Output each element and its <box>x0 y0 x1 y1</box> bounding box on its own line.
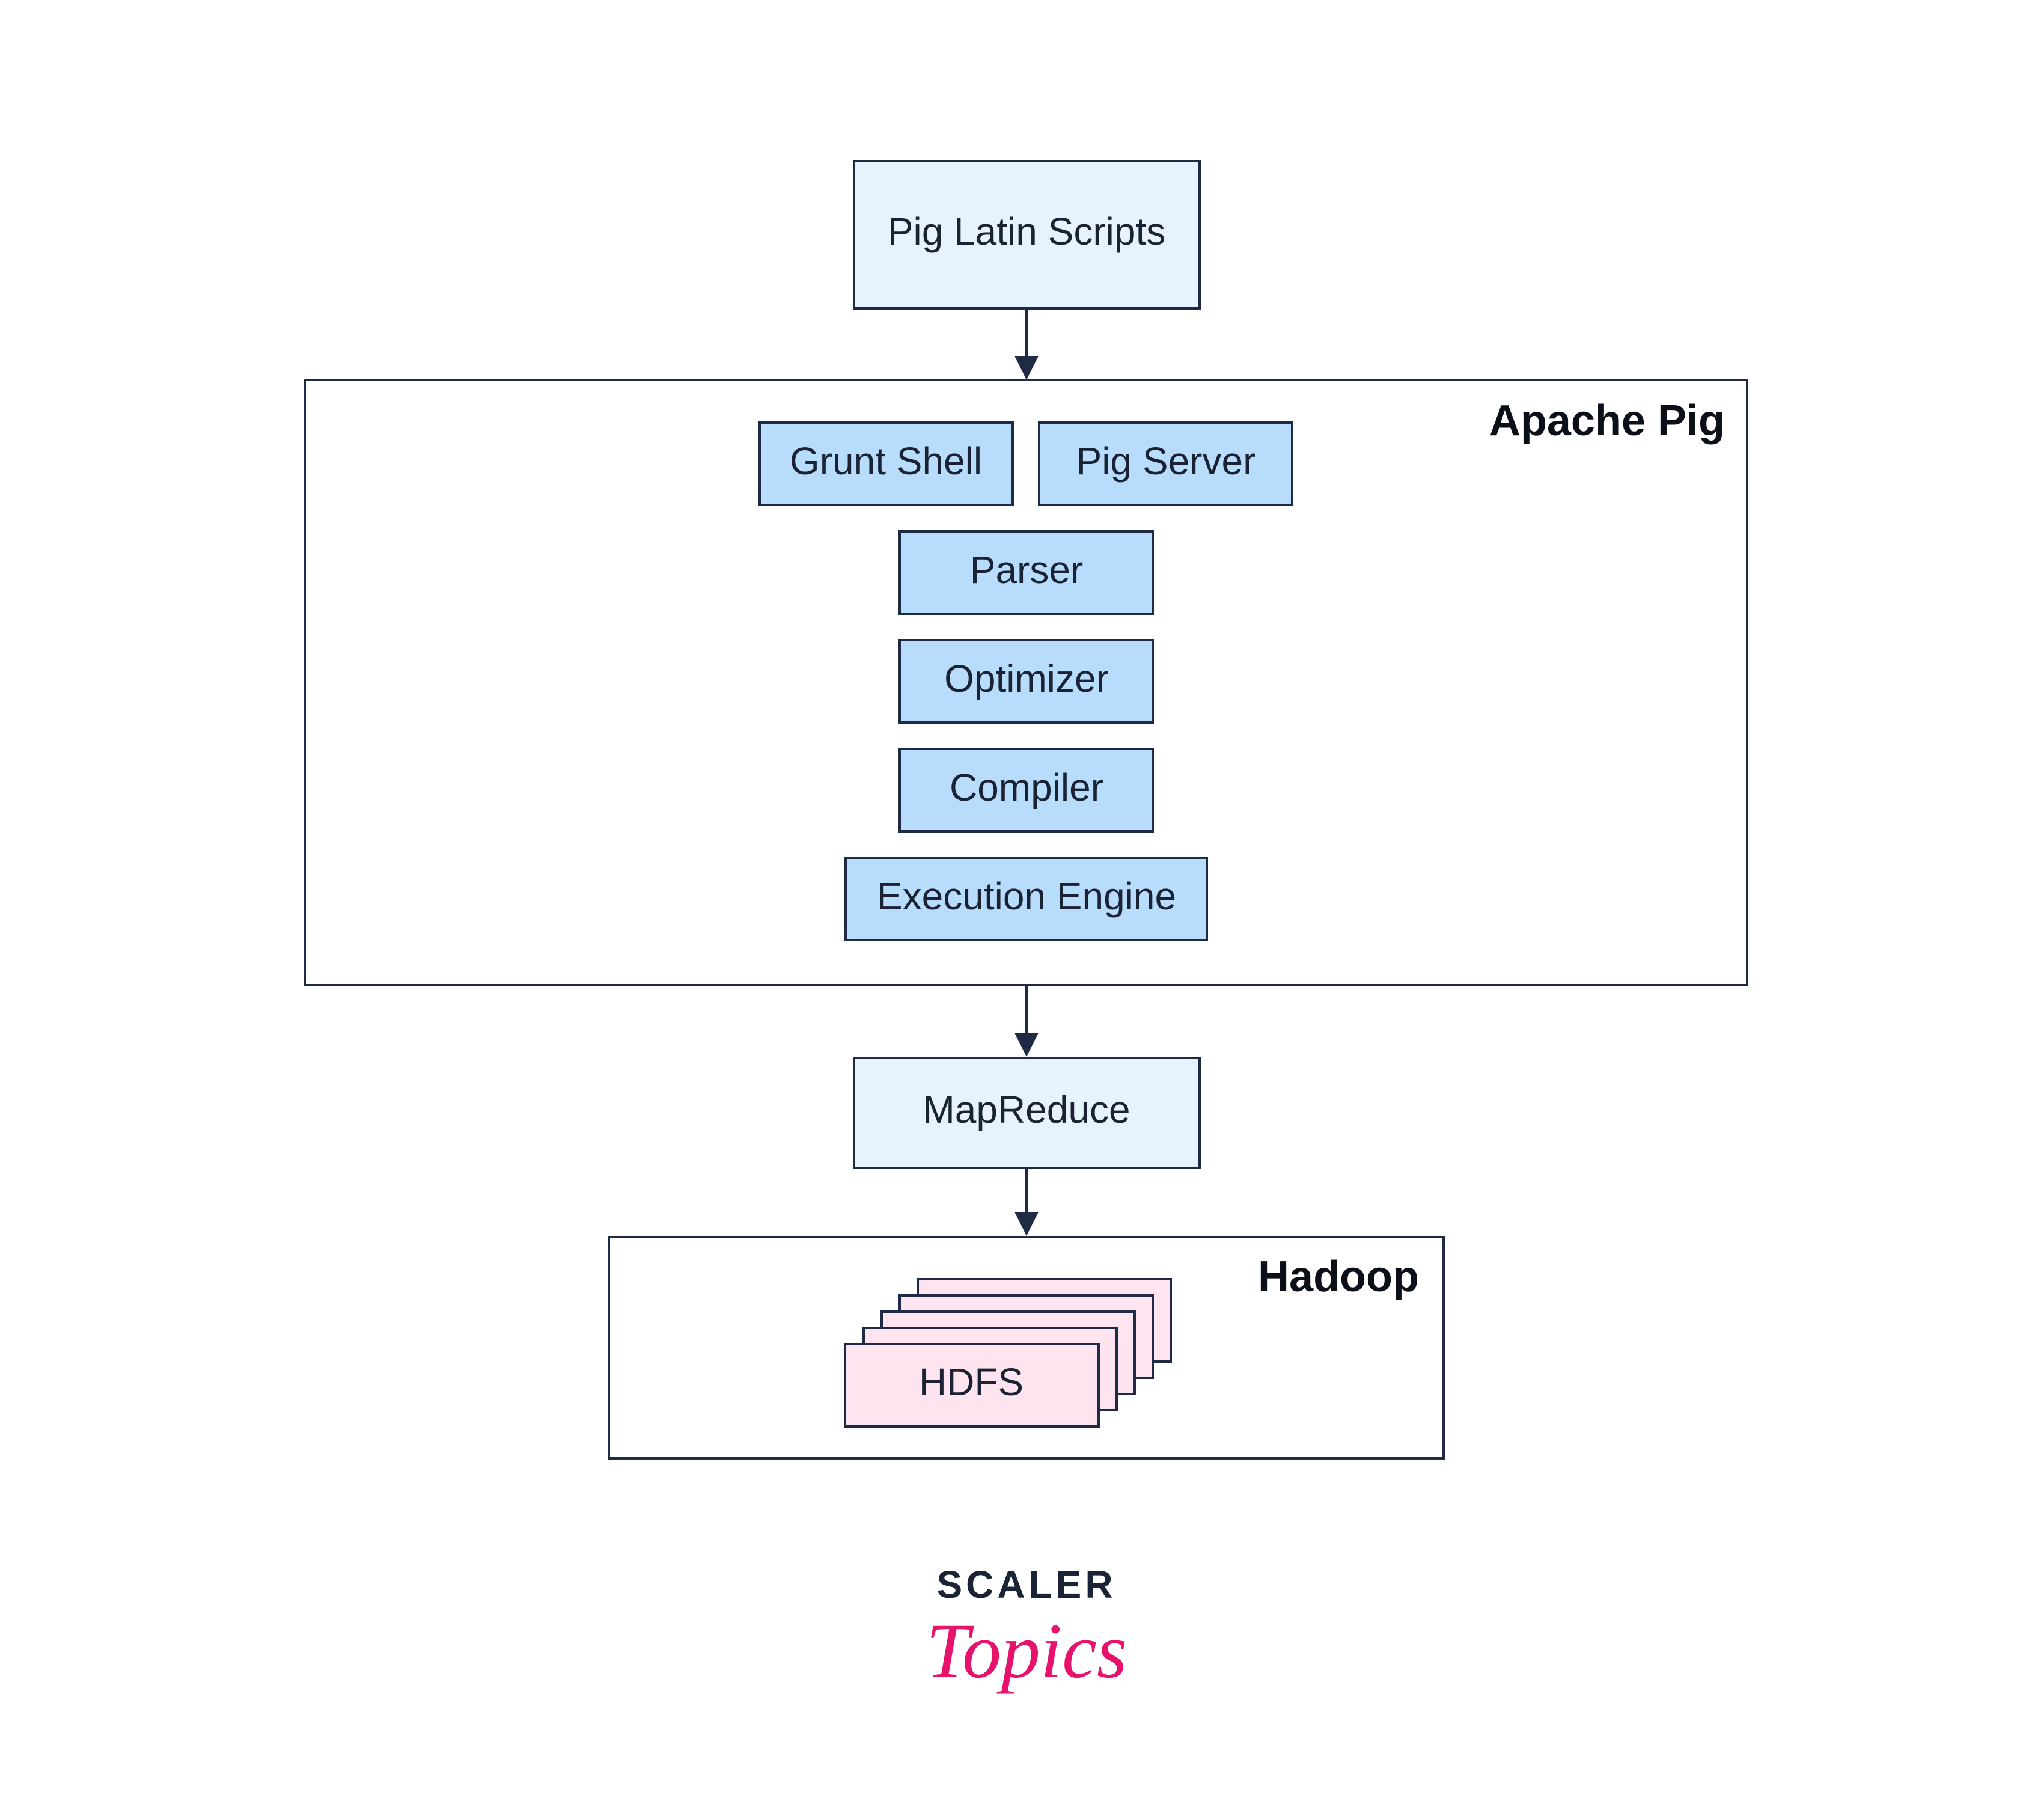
hdfs-page-front <box>844 1343 1099 1428</box>
mapreduce-label: MapReduce <box>923 1088 1130 1131</box>
hadoop-title: Hadoop <box>1258 1253 1419 1301</box>
scaler-topics-logo: SCALER Topics <box>926 1563 1127 1695</box>
grunt-shell-node: Grunt Shell <box>758 421 1014 506</box>
apache-pig-title: Apache Pig <box>1489 397 1725 445</box>
logo-top-text: SCALER <box>936 1563 1116 1606</box>
pig-latin-scripts-label: Pig Latin Scripts <box>888 210 1165 253</box>
logo-bottom-text: Topics <box>926 1608 1127 1695</box>
execution-engine-node: Execution Engine <box>844 857 1208 941</box>
compiler-node: Compiler <box>898 748 1154 833</box>
compiler-label: Compiler <box>950 766 1103 809</box>
grunt-shell-label: Grunt Shell <box>790 439 982 483</box>
parser-node: Parser <box>898 530 1154 615</box>
pig-server-label: Pig Server <box>1076 439 1256 483</box>
hdfs-stack: HDFS <box>844 1278 1172 1428</box>
parser-label: Parser <box>970 548 1084 592</box>
pig-latin-scripts-node: Pig Latin Scripts <box>853 160 1201 310</box>
optimizer-node: Optimizer <box>898 639 1154 724</box>
optimizer-label: Optimizer <box>944 657 1109 700</box>
pig-server-node: Pig Server <box>1038 421 1293 506</box>
hdfs-label: HDFS <box>919 1360 1024 1404</box>
execution-engine-label: Execution Engine <box>877 875 1176 918</box>
mapreduce-node: MapReduce <box>853 1057 1201 1169</box>
